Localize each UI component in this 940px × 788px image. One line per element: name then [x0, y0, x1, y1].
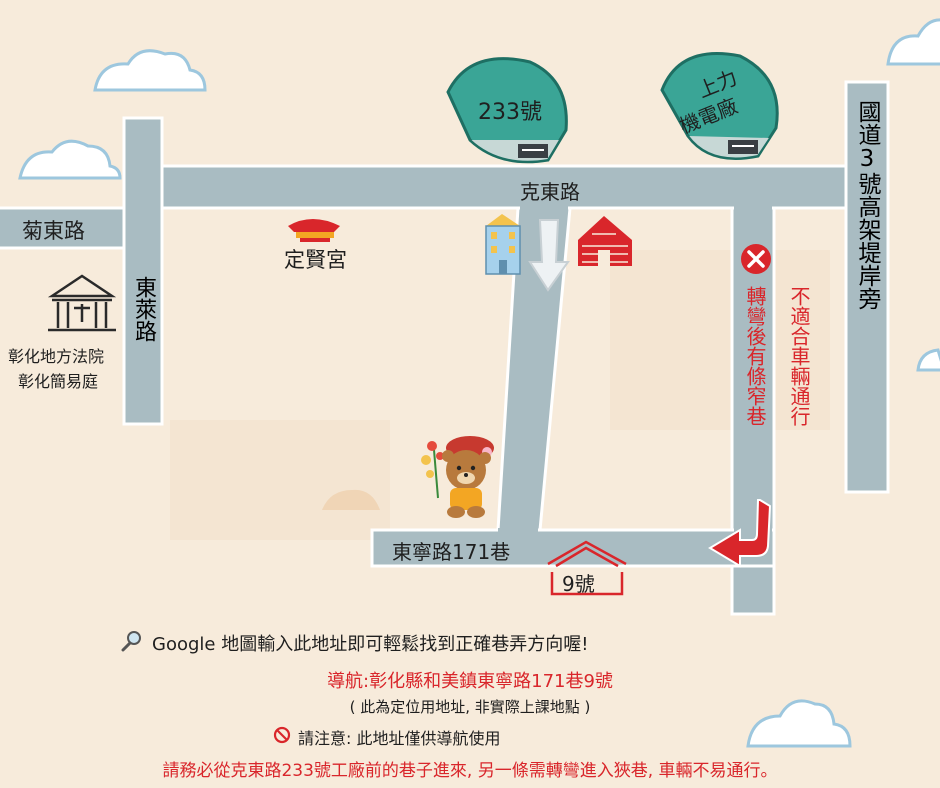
courthouse-icon: [47, 274, 117, 332]
house-outline-icon: [547, 540, 627, 596]
label-court-2: 彰化簡易庭: [18, 372, 99, 391]
road-label-judong: 菊東路: [22, 219, 85, 243]
cloud-icon: [916, 348, 940, 372]
warning-no-vehicles: 不適合車輛通行: [787, 286, 811, 426]
road-donglai: [122, 116, 164, 426]
down-arrow-icon: [528, 219, 570, 292]
label-court-1: 彰化地方法院: [8, 347, 105, 366]
address-note: ( 此為定位用地址, 非實際上課地點 ): [349, 698, 591, 716]
google-hint: Google 地圖輸入此地址即可輕鬆找到正確巷弄方向喔!: [152, 634, 589, 655]
warning-narrow-lane: 轉彎後有條窄巷: [743, 286, 767, 426]
road-judong: [0, 206, 132, 250]
road-network: [0, 80, 890, 616]
turn-arrow-icon: [708, 499, 772, 568]
nav-address: 導航:彰化縣和美鎮東寧路171巷9號: [327, 671, 613, 692]
road-kedong: [158, 164, 852, 210]
label-233: 233號: [478, 100, 542, 125]
instruction: 請務必從克東路233號工廠前的巷子進來, 另一條需轉彎進入狹巷, 車輛不易通行。: [162, 761, 778, 781]
no-entry-icon: [273, 726, 291, 744]
label-temple: 定賢宮: [284, 248, 347, 272]
background-shapes: [170, 250, 830, 540]
bear-mascot-icon: [421, 436, 494, 518]
notice: 請注意: 此地址僅供導航使用: [298, 729, 501, 748]
building-233: [446, 57, 568, 164]
cross-circle-icon: [741, 244, 771, 274]
cloud-icon: [93, 49, 207, 92]
brick-house-icon: [578, 216, 632, 266]
magnifier-icon: [121, 631, 141, 652]
road-label-kedong: 克東路: [520, 180, 580, 204]
road-label-dongning-171: 東寧路171巷: [392, 540, 511, 564]
road-label-donglai: 東萊路: [131, 276, 156, 342]
temple-roof-icon: [288, 219, 340, 242]
cloud-icon: [886, 18, 940, 66]
road-dongning-171: [370, 528, 776, 568]
cloud-icon: [18, 139, 122, 180]
apartment-icon: [485, 214, 521, 275]
building-shangli: [660, 52, 779, 160]
road-label-freeway: 國道3號高架堤岸旁: [854, 100, 880, 310]
cloud-icon: [746, 699, 852, 748]
label-house-9: 9號: [562, 572, 595, 596]
cloud-icon: [322, 489, 380, 510]
road-freeway: [844, 80, 890, 494]
